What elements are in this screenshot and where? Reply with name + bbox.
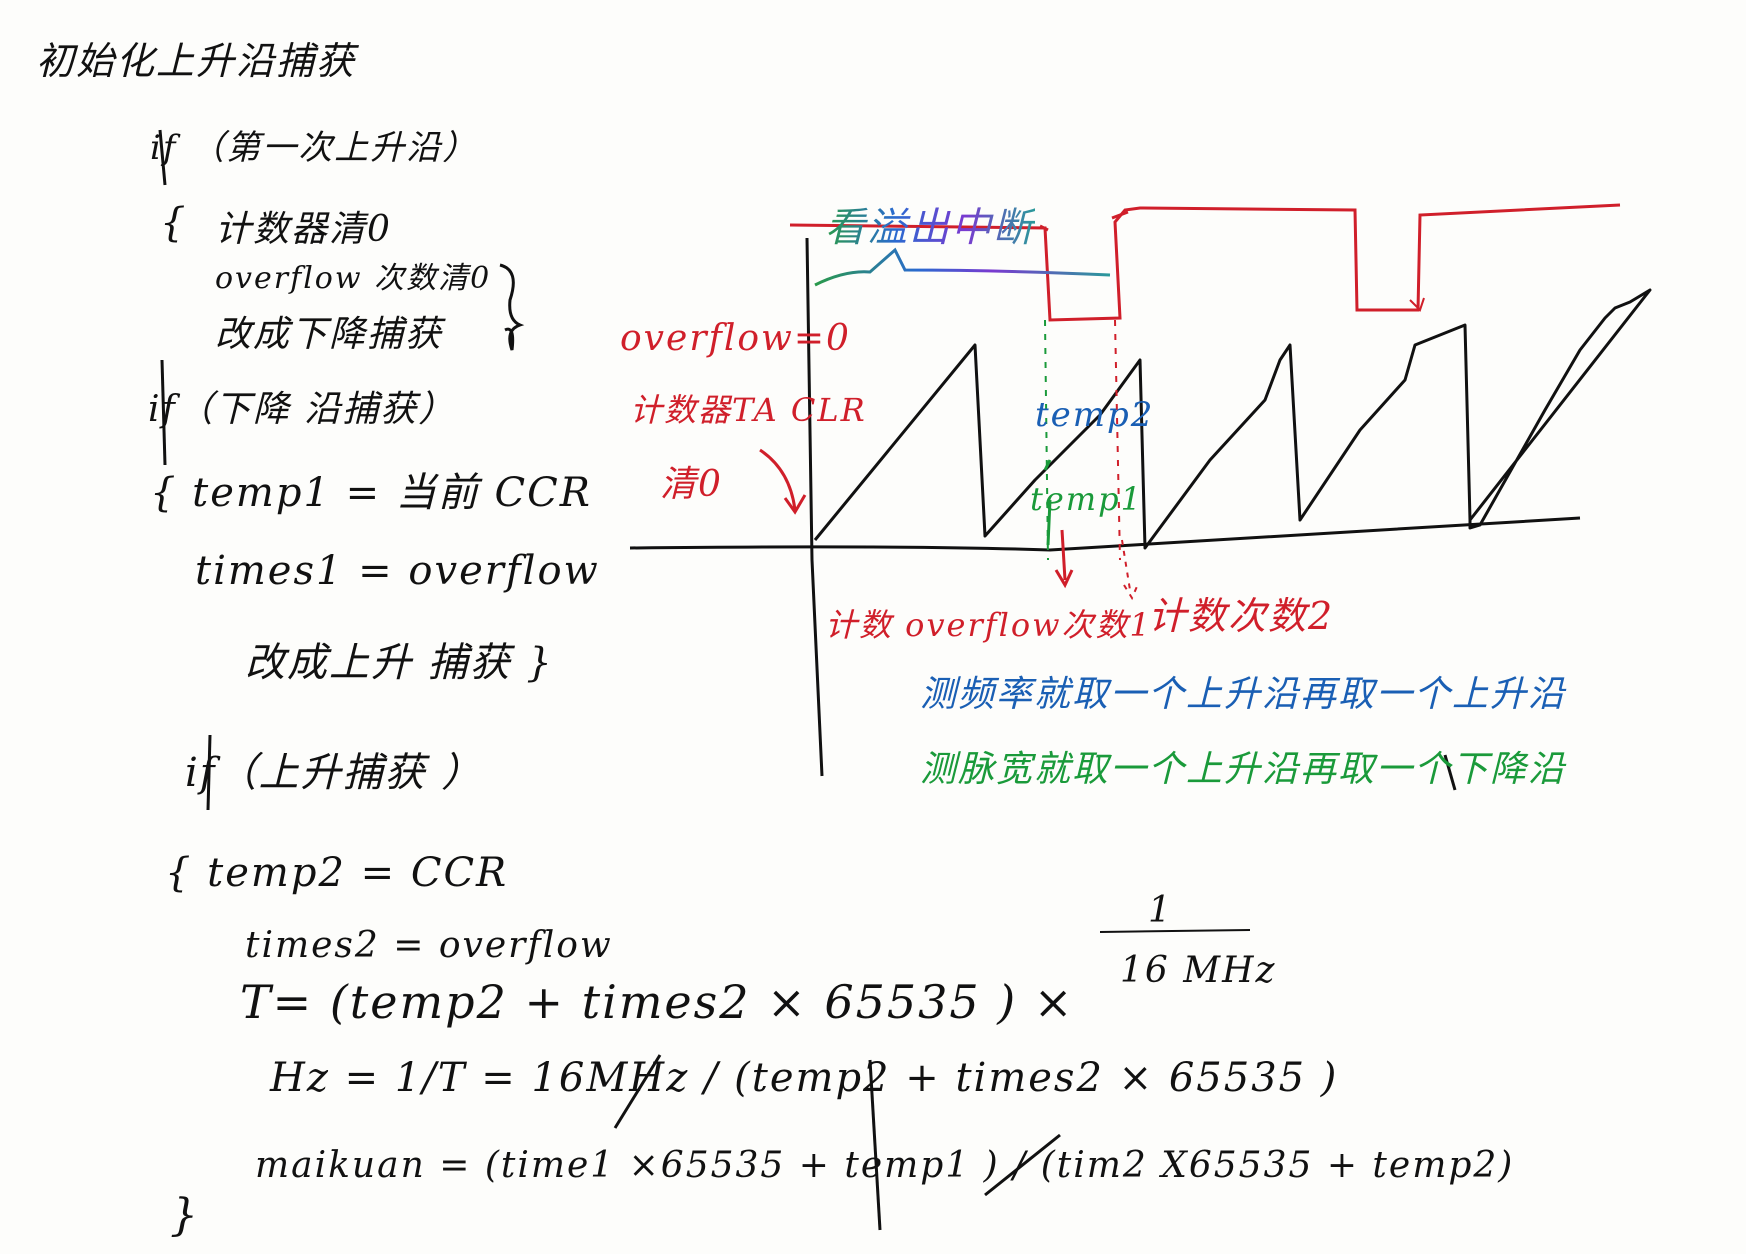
code-temp2: { temp2 = CCR (165, 850, 509, 896)
formula-frequency: Hz = 1/T = 16MHz / (temp2 + times2 × 655… (270, 1055, 1339, 1101)
label-counter-clear: 计数器TA CLR (630, 391, 867, 429)
counter-sawtooth-right (1305, 335, 1470, 528)
note-measure-pulse-width: 测脉宽就取一个上升沿再取一个下降沿 (920, 749, 1567, 790)
brace-right-1 (499, 263, 525, 351)
code-overflow-clear: overflow 次数清0 (215, 261, 492, 296)
code-clear-counter: 计数器清0 (215, 209, 392, 250)
slash-hz (613, 1054, 662, 1129)
interrupt-brace (814, 247, 1111, 287)
temp2-marker-line (1114, 319, 1121, 561)
overflow-arrow-2 (1121, 539, 1139, 601)
counter-sawtooth (813, 288, 1652, 550)
temp1-marker-line (1044, 319, 1049, 561)
formula-pulse-width: maikuan = (time1 ×65535 + temp1 ) / (tim… (255, 1145, 1515, 1186)
sawtooth-last (1305, 300, 1660, 528)
code-change-falling: 改成下降捕获 (215, 314, 444, 355)
slash-maikuan (984, 1133, 1061, 1197)
label-temp1: temp1 (1030, 480, 1143, 518)
if-line-3 (206, 734, 212, 811)
formula-frac-bar (1099, 929, 1251, 933)
formula-period: T= (temp2 + times2 × 65535 ) × (240, 975, 1075, 1029)
code-if-rising: if（上升捕获 ） (185, 750, 484, 796)
overflow-arrow-1 (1054, 529, 1074, 589)
input-signal-waveform (789, 203, 1621, 322)
time-axis (629, 516, 1581, 552)
code-brace-open: { (160, 200, 188, 246)
clear-arrow (759, 448, 807, 515)
formula-frac-numerator: 1 (1148, 890, 1173, 931)
vertical-axis (805, 237, 824, 777)
note-measure-frequency: 测频率就取一个上升沿再取一个上升沿 (920, 674, 1567, 715)
label-watch-interrupt: 看溢出中断 (825, 195, 1035, 253)
code-if-first-rising: if （第一次上升沿） (150, 128, 479, 168)
if-line-1 (158, 129, 167, 186)
code-if-falling: if（下降 沿捕获） (148, 389, 457, 430)
page-title: 初始化上升沿捕获 (36, 39, 357, 83)
label-temp2: temp2 (1035, 395, 1155, 435)
formula-frac-denominator: 16 MHz (1120, 950, 1277, 991)
if-line-2 (160, 359, 167, 466)
code-times1: times1 = overflow (195, 548, 600, 594)
label-counter-clear-2: 清0 (660, 464, 723, 505)
label-count-times-2: 计数次数2 (1148, 594, 1335, 638)
label-overflow-zero: overflow=0 (620, 318, 851, 359)
code-times2: times2 = overflow (245, 925, 613, 966)
code-change-rising: 改成上升 捕获 } (245, 640, 554, 686)
code-temp1: { temp1 = 当前 CCR (150, 470, 592, 516)
code-brace-close: } (170, 1190, 200, 1241)
label-count-overflow-1: 计数 overflow次数1 (825, 606, 1152, 644)
